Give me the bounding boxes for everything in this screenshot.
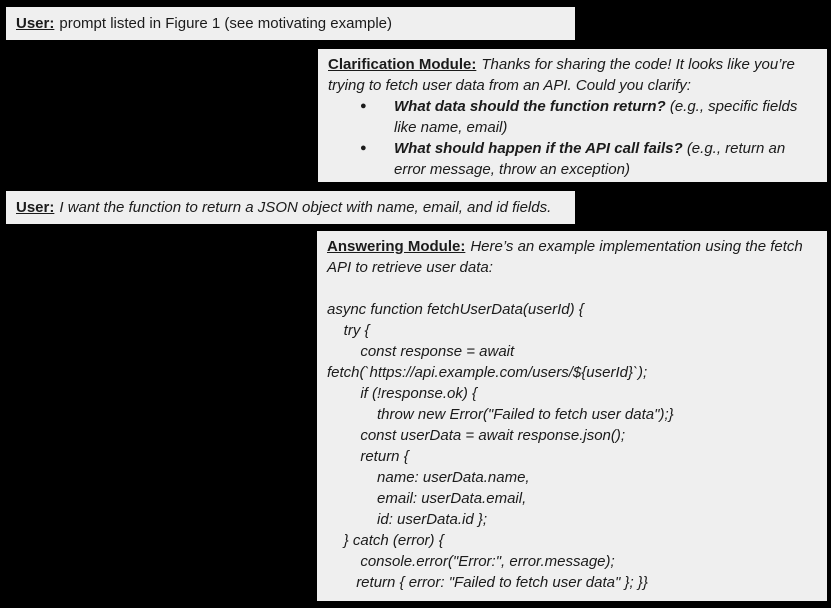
clarification-module-label: Clarification Module: [328,56,477,73]
user-label: User: [16,199,55,216]
answering-module-label: Answering Module: [327,238,466,255]
code-snippet: async function fetchUserData(userId) { t… [327,301,674,591]
clarification-intro: Clarification Module:Thanks for sharing … [328,54,817,96]
user-message-2-text: User:I want the function to return a JSO… [16,197,551,218]
answering-intro: Answering Module:Here’s an example imple… [327,236,817,278]
bullet-icon: ● [360,100,367,112]
clarification-question-list: ● What data should the function return? … [328,96,817,180]
user-message-1-body: prompt listed in Figure 1 (see motivatin… [59,15,393,32]
clarification-question-item: ● What should happen if the API call fai… [328,138,817,180]
clarification-intro-text: Thanks for sharing the code! It looks li… [328,56,795,94]
bullet-icon: ● [360,142,367,154]
clarification-module-message: Clarification Module:Thanks for sharing … [316,47,829,184]
clarification-question-text: What data should the function return? (e… [394,96,817,138]
clarification-question-item: ● What data should the function return? … [328,96,817,138]
question-bold: What should happen if the API call fails… [394,140,683,157]
user-message-2: User:I want the function to return a JSO… [4,189,577,226]
clarification-question-text: What should happen if the API call fails… [394,138,817,180]
user-message-1-text: User:prompt listed in Figure 1 (see moti… [16,13,392,34]
question-hint: (e.g., return an error message, throw an… [394,140,786,178]
question-bold: What data should the function return? [394,98,666,115]
user-message-2-body: I want the function to return a JSON obj… [59,199,552,216]
answering-module-message: Answering Module:Here’s an example imple… [315,229,829,603]
answering-intro-text: Here’s an example implementation using t… [327,238,803,276]
question-hint: (e.g., specific fields like name, email) [394,98,798,136]
user-label: User: [16,15,55,32]
user-message-1: User:prompt listed in Figure 1 (see moti… [4,5,577,42]
